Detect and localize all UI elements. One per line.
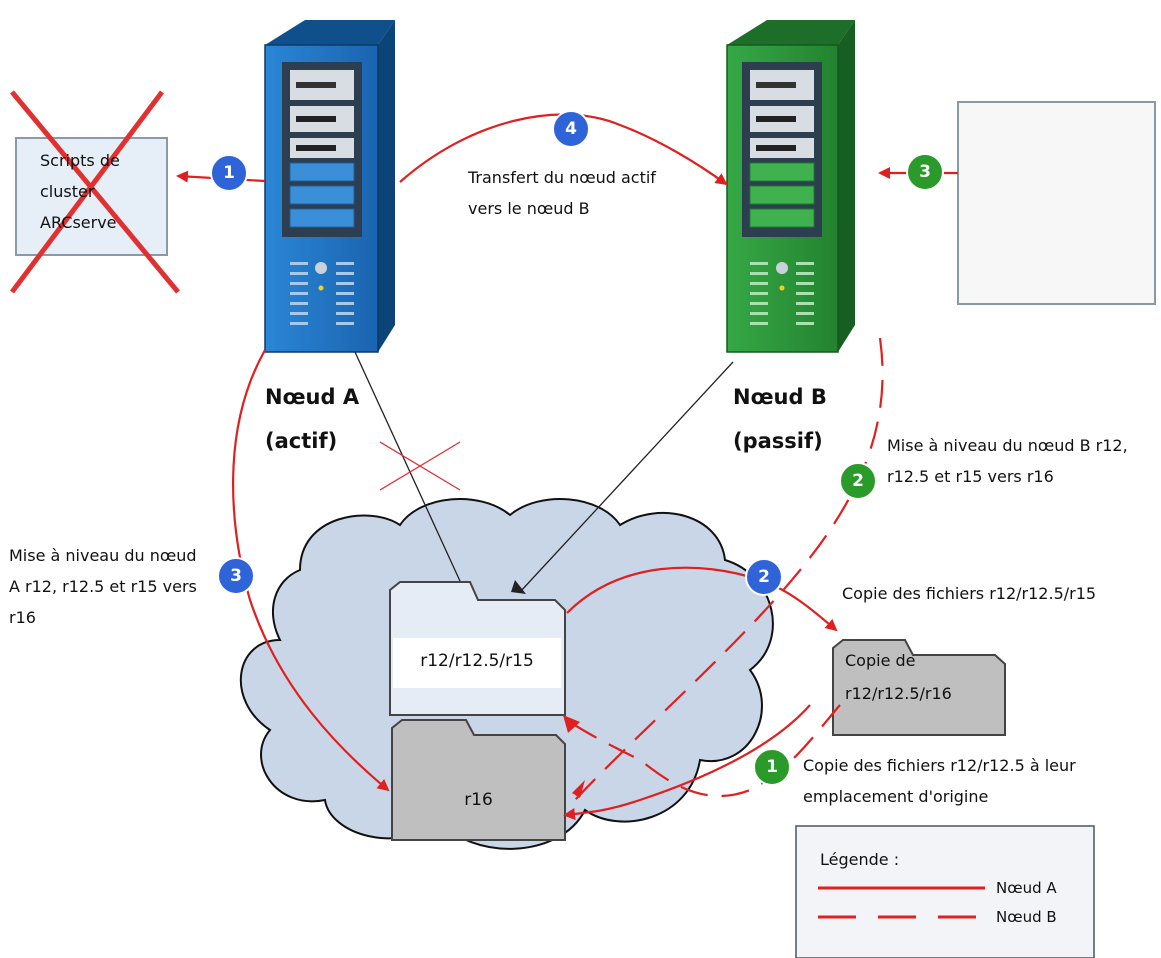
- badge-blue-4-label: 4: [565, 119, 577, 139]
- folder-old-label: r12/r12.5/r15: [420, 651, 534, 671]
- badge-green-3-label: 3: [919, 162, 931, 182]
- badge-green-3: [906, 153, 944, 191]
- badge-blue-4: [552, 110, 590, 148]
- legend-title: Légende :: [820, 850, 900, 869]
- badge-green-1: [753, 748, 791, 786]
- legend-dashed-label: Nœud B: [996, 908, 1057, 926]
- node-a-server-icon: [264, 20, 395, 353]
- cancel-x-line: [10, 90, 180, 294]
- badge-blue-1-label: 1: [223, 163, 235, 183]
- node-b-link: [519, 361, 734, 593]
- upgrade-a-text: Mise à niveau du nœud A r12, r12.5 et r1…: [9, 546, 197, 627]
- arrow-step2-a: [566, 566, 838, 632]
- badge-blue-2: [745, 558, 783, 596]
- transfer-text: Transfert du nœud actif vers le nœud B: [468, 168, 656, 218]
- node-a-label: Nœud A: [265, 385, 360, 409]
- restore-text: Copie des fichiers r12/r12.5 à leur empl…: [803, 756, 1076, 806]
- badge-blue-2-label: 2: [758, 567, 770, 587]
- arrow-step3-a: [231, 349, 390, 792]
- arrow-step2-b: [574, 337, 884, 801]
- folder-copy: [832, 639, 1006, 736]
- copy-files-text: Copie des fichiers r12/r12.5/r15: [842, 584, 1097, 603]
- empty-box: [957, 101, 1156, 305]
- node-a-state: (actif): [265, 429, 338, 453]
- folder-r16: [391, 719, 566, 841]
- legend-box: [795, 825, 1095, 958]
- badge-green-1-label: 1: [766, 757, 778, 777]
- folder-old-versions: [389, 581, 566, 716]
- scripts-box: [15, 137, 168, 256]
- node-b-label: Nœud B: [733, 385, 827, 409]
- cancel-x-line: [10, 90, 164, 294]
- badge-blue-1: [210, 154, 248, 192]
- badge-blue-3-label: 3: [230, 566, 242, 586]
- node-b-state: (passif): [733, 429, 823, 453]
- badge-green-2-label: 2: [852, 471, 864, 491]
- node-b-server-icon: [726, 20, 855, 353]
- upgrade-b-text: Mise à niveau du nœud B r12, r12.5 et r1…: [887, 436, 1128, 486]
- arrow-step4-transfer: [399, 113, 728, 186]
- legend-solid-label: Nœud A: [996, 879, 1057, 897]
- arrow-step1-restore: [563, 704, 811, 820]
- broken-link-x: [379, 441, 461, 491]
- arrow-step1-b: [569, 704, 841, 797]
- folder-r16-label: r16: [464, 790, 493, 810]
- badge-green-2: [839, 462, 877, 500]
- scripts-box-text: Scripts de cluster ARCserve: [40, 151, 120, 232]
- folder-copy-line2: r12/r12.5/r16: [845, 684, 952, 703]
- badge-blue-3: [217, 557, 255, 595]
- folder-copy-line1: Copie de: [845, 651, 916, 670]
